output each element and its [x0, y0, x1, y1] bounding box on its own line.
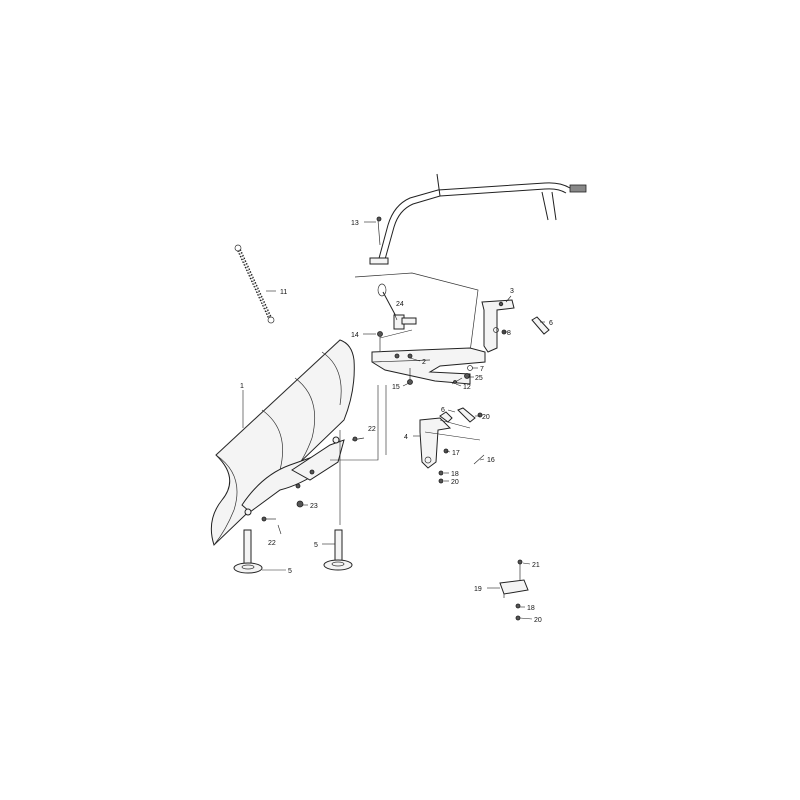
label-18-mid: 18	[451, 471, 459, 478]
label-22-lower: 22	[268, 540, 276, 547]
label-19: 19	[474, 586, 482, 593]
part-labels: 13 11 24 14 2 3 6 8 7 25 12 15 1 22 4 6 …	[240, 220, 553, 624]
label-12: 12	[463, 384, 471, 391]
label-11: 11	[280, 289, 287, 296]
label-18-bottom: 18	[527, 605, 535, 612]
label-23: 23	[310, 503, 318, 510]
clevis-pin-top	[531, 316, 550, 335]
label-24: 24	[396, 301, 404, 308]
label-1: 1	[240, 383, 244, 390]
label-17: 17	[452, 450, 460, 457]
label-13: 13	[351, 220, 359, 227]
label-15: 15	[392, 384, 400, 391]
assembly-lines	[330, 385, 387, 525]
label-5-left: 5	[288, 568, 292, 575]
skid-shoe-left	[233, 529, 263, 574]
label-6-top: 6	[549, 320, 553, 327]
label-2: 2	[422, 359, 426, 366]
pin-with-lanyard	[377, 283, 417, 330]
label-8: 8	[507, 330, 511, 337]
label-20-bottom: 20	[534, 617, 542, 624]
label-4: 4	[404, 434, 408, 441]
skid-shoe-right	[323, 529, 353, 571]
label-20-top: 20	[482, 414, 490, 421]
mount-bracket	[481, 299, 515, 353]
pivot-bracket	[419, 407, 485, 484]
label-6-mid: 6	[441, 407, 445, 414]
label-3: 3	[510, 288, 514, 295]
blade-bolts	[261, 436, 365, 522]
label-16: 16	[487, 457, 495, 464]
handle-bar-assembly	[354, 173, 587, 363]
label-25: 25	[475, 375, 483, 382]
plow-blade	[210, 339, 355, 546]
label-21: 21	[532, 562, 540, 569]
skid-plate	[499, 559, 529, 621]
label-leaders	[242, 221, 545, 620]
spring	[234, 244, 275, 324]
label-14: 14	[351, 332, 359, 339]
label-7: 7	[480, 366, 484, 373]
label-22-upper: 22	[368, 426, 376, 433]
main-frame	[371, 331, 486, 385]
label-5-right: 5	[314, 542, 318, 549]
label-20-mid: 20	[451, 479, 459, 486]
